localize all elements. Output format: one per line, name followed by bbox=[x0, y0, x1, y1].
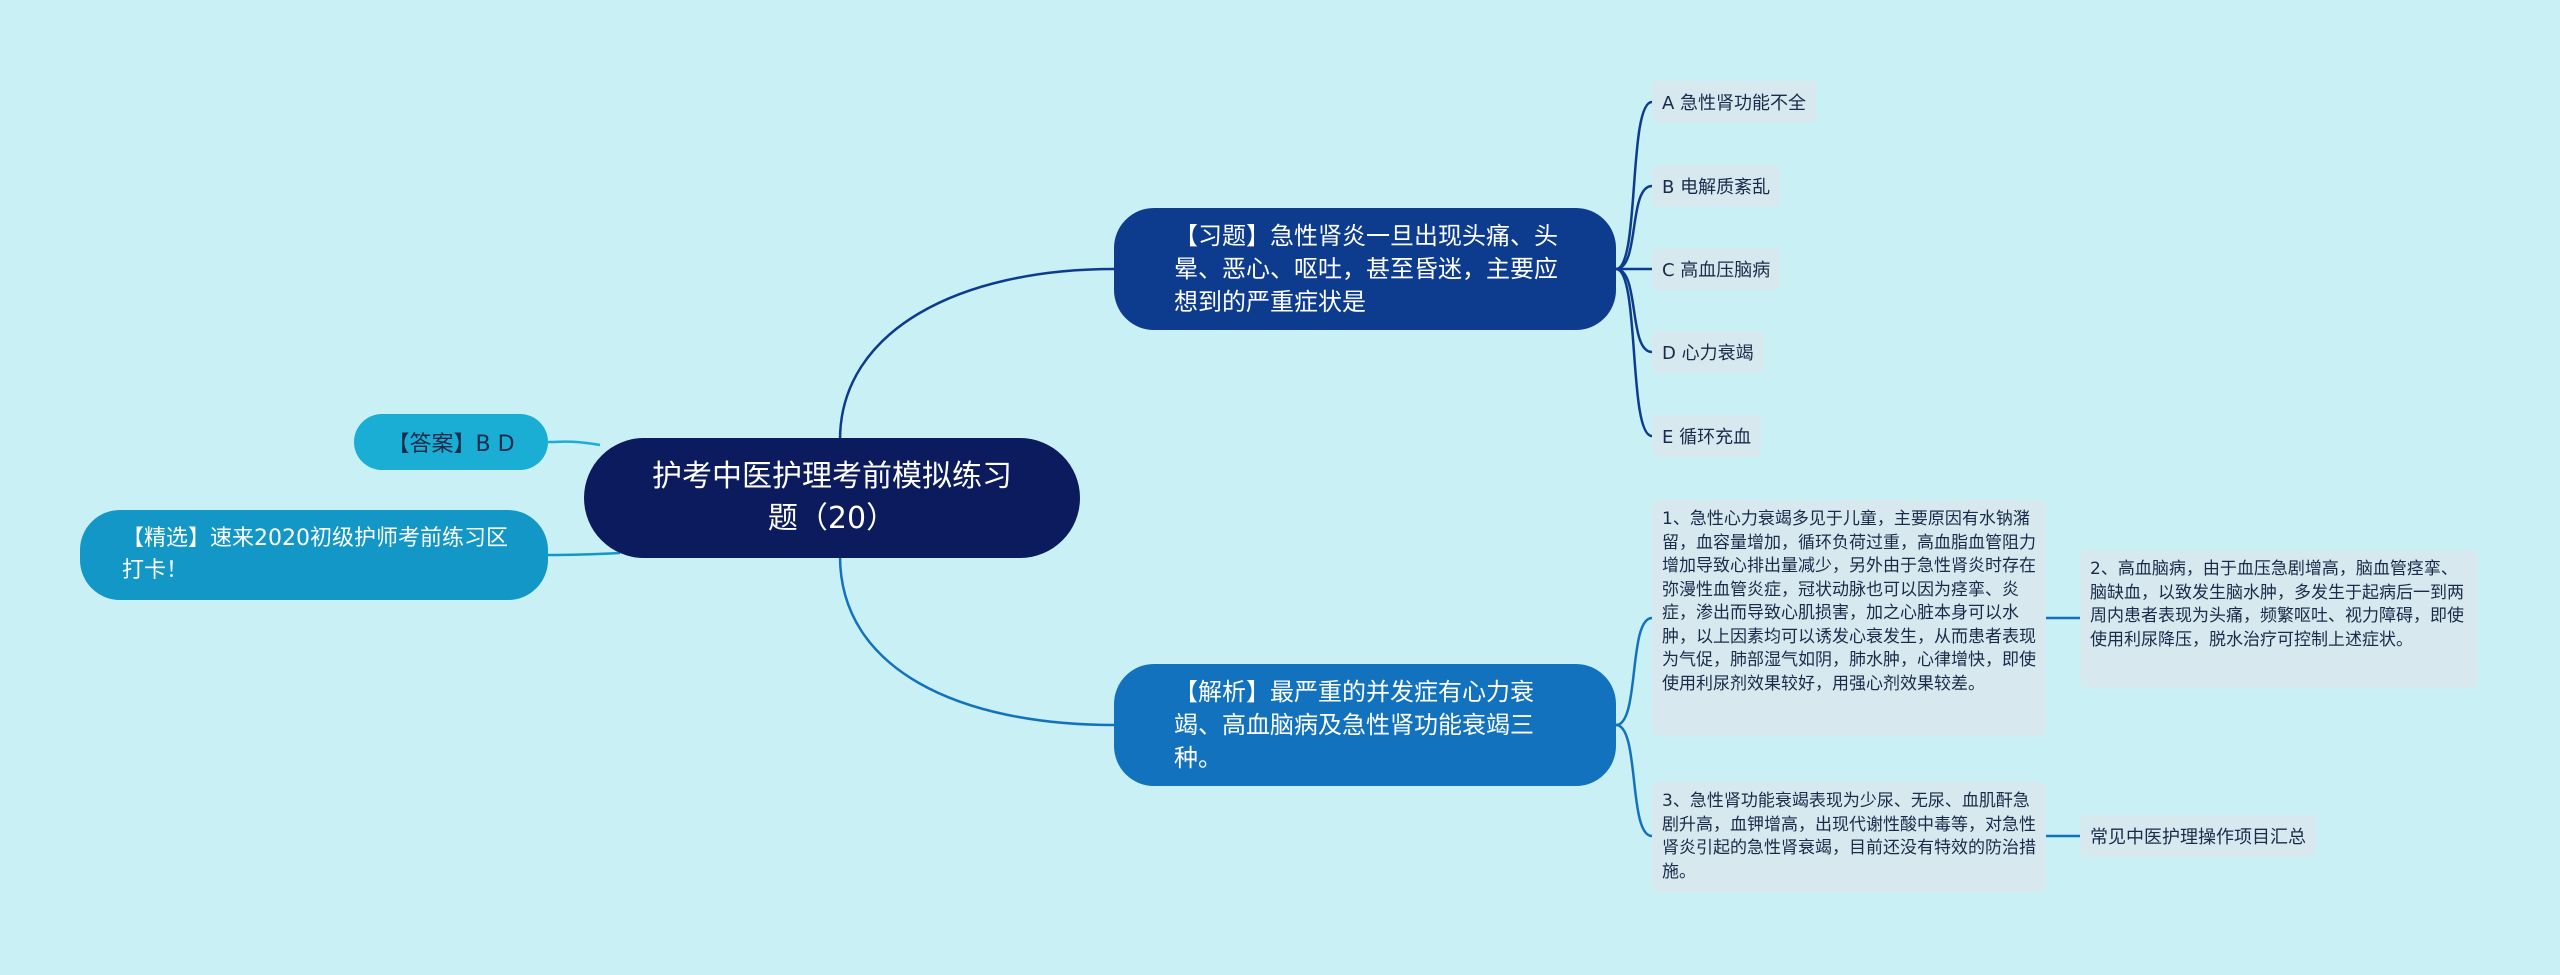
question-node[interactable]: 【习题】急性肾炎一旦出现头痛、头晕、恶心、呕吐，甚至昏迷，主要应想到的严重症状是 bbox=[1114, 208, 1616, 330]
option-c[interactable]: C 高血压脑病 bbox=[1652, 248, 1781, 290]
featured-node[interactable]: 【精选】速来2020初级护师考前练习区打卡！ bbox=[80, 510, 548, 600]
option-d-text: D 心力衰竭 bbox=[1662, 343, 1754, 364]
root-title: 护考中医护理考前模拟练习题（20） bbox=[652, 459, 1012, 536]
explanation-node[interactable]: 【解析】最严重的并发症有心力衰竭、高血脑病及急性肾功能衰竭三种。 bbox=[1114, 664, 1616, 786]
option-a[interactable]: A 急性肾功能不全 bbox=[1652, 81, 1817, 123]
option-e-text: E 循环充血 bbox=[1662, 427, 1752, 448]
point-2-text: 2、高血脑病，由于血压急剧增高，脑血管痉挛、脑缺血，以致发生脑水肿，多发生于起病… bbox=[2090, 559, 2464, 650]
explanation-point-2[interactable]: 2、高血脑病，由于血压急剧增高，脑血管痉挛、脑缺血，以致发生脑水肿，多发生于起病… bbox=[2080, 550, 2478, 688]
point-1-text: 1、急性心力衰竭多见于儿童，主要原因有水钠潴留，血容量增加，循环负荷过重，高血脂… bbox=[1662, 509, 2036, 694]
explanation-point-1[interactable]: 1、急性心力衰竭多见于儿童，主要原因有水钠潴留，血容量增加，循环负荷过重，高血脂… bbox=[1652, 500, 2046, 736]
point-3-text: 3、急性肾功能衰竭表现为少尿、无尿、血肌酐急剧升高，血钾增高，出现代谢性酸中毒等… bbox=[1662, 791, 2036, 882]
root-topic[interactable]: 护考中医护理考前模拟练习题（20） bbox=[584, 438, 1080, 558]
explanation-text: 【解析】最严重的并发症有心力衰竭、高血脑病及急性肾功能衰竭三种。 bbox=[1174, 677, 1534, 772]
option-c-text: C 高血压脑病 bbox=[1662, 260, 1771, 281]
option-e[interactable]: E 循环充血 bbox=[1652, 415, 1762, 457]
option-d[interactable]: D 心力衰竭 bbox=[1652, 331, 1764, 373]
question-text: 【习题】急性肾炎一旦出现头痛、头晕、恶心、呕吐，甚至昏迷，主要应想到的严重症状是 bbox=[1174, 221, 1558, 316]
option-a-text: A 急性肾功能不全 bbox=[1662, 93, 1807, 114]
option-b[interactable]: B 电解质紊乱 bbox=[1652, 165, 1781, 207]
explanation-point-3[interactable]: 3、急性肾功能衰竭表现为少尿、无尿、血肌酐急剧升高，血钾增高，出现代谢性酸中毒等… bbox=[1652, 782, 2046, 892]
option-b-text: B 电解质紊乱 bbox=[1662, 177, 1771, 198]
answer-node[interactable]: 【答案】B D bbox=[354, 414, 548, 470]
featured-text: 【精选】速来2020初级护师考前练习区打卡！ bbox=[122, 526, 508, 583]
related-topic-text: 常见中医护理操作项目汇总 bbox=[2090, 827, 2306, 848]
related-topic[interactable]: 常见中医护理操作项目汇总 bbox=[2080, 815, 2316, 857]
answer-text: 【答案】B D bbox=[387, 432, 515, 457]
